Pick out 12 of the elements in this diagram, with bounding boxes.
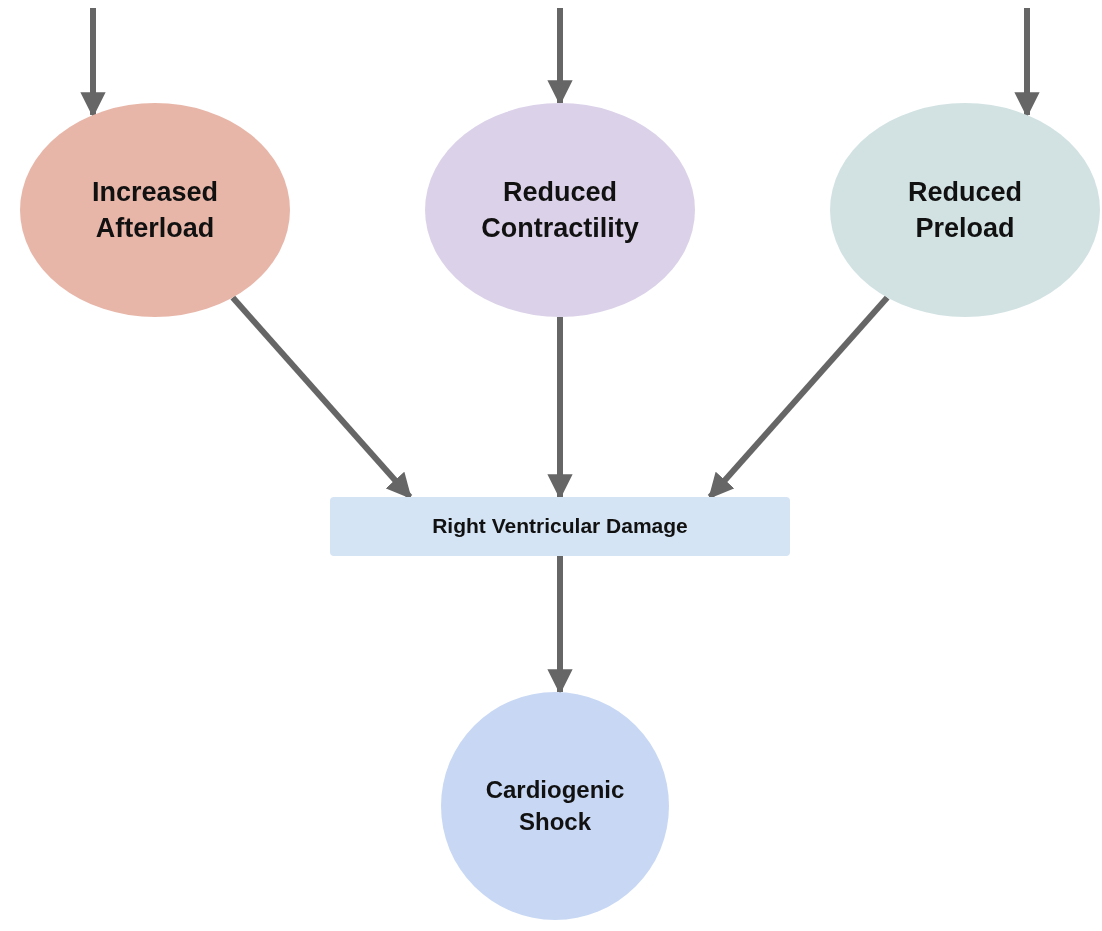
arrow — [547, 556, 573, 695]
node-label: Increased Afterload — [90, 175, 220, 245]
arrow — [230, 295, 413, 499]
arrow — [547, 8, 573, 106]
arrow — [547, 317, 573, 500]
arrow — [707, 295, 890, 499]
node-label: Reduced Contractility — [480, 175, 640, 245]
node-label: Right Ventricular Damage — [432, 513, 688, 540]
node-label: Reduced Preload — [907, 175, 1023, 245]
arrow — [80, 8, 106, 118]
node-label: Cardiogenic Shock — [484, 774, 626, 837]
arrow — [1014, 8, 1040, 118]
